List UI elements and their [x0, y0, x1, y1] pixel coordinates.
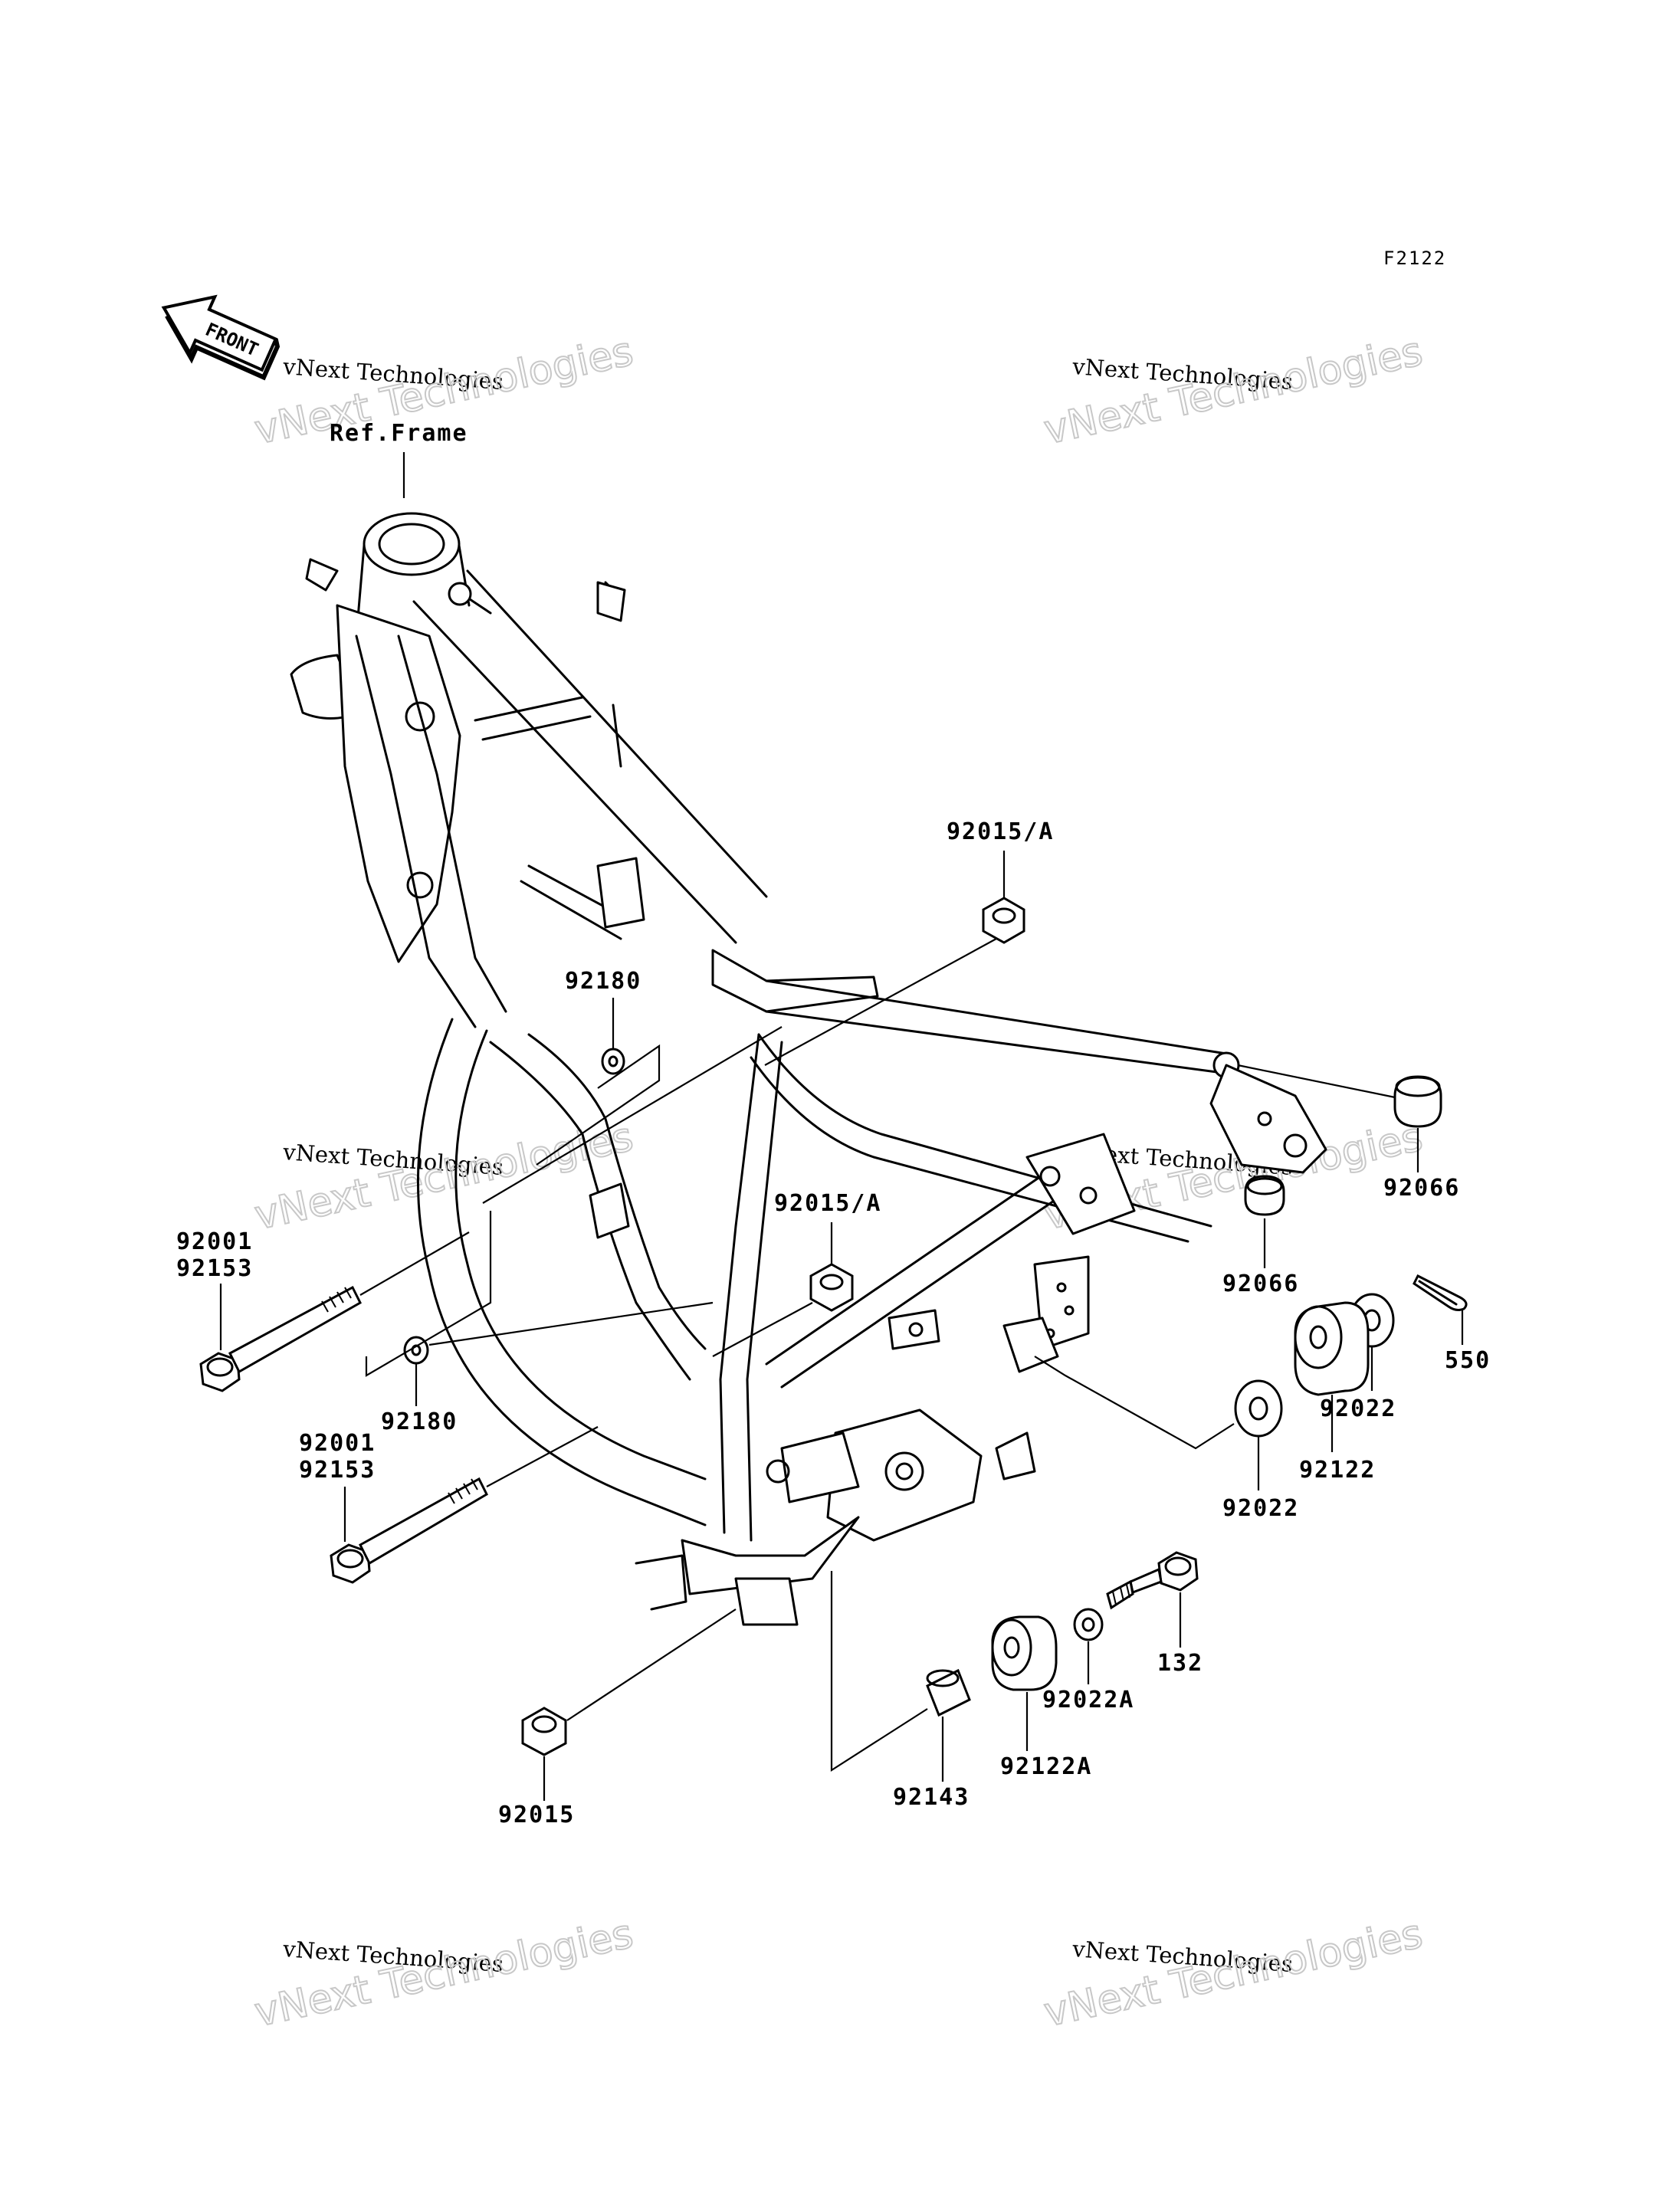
watermark-line2: vNext Technologies	[1040, 1911, 1426, 2036]
part-92066-right[interactable]	[1393, 1075, 1442, 1128]
part-132-bolt[interactable]	[1106, 1551, 1199, 1610]
callout-92180-top: 92180	[565, 968, 641, 995]
callout-92122: 92122	[1299, 1457, 1376, 1484]
callout-92122a: 92122A	[1000, 1753, 1092, 1780]
part-92015a-top[interactable]	[982, 897, 1025, 944]
callout-92066-lower: 92066	[1222, 1271, 1299, 1297]
callout-92180-low: 92180	[381, 1408, 458, 1435]
callout-550: 550	[1445, 1347, 1491, 1374]
callout-92022a: 92022A	[1042, 1687, 1134, 1713]
callout-92022-l: 92022	[1222, 1495, 1299, 1522]
ref-frame-label: Ref.Frame	[330, 420, 468, 447]
part-92001-bolt-a[interactable]	[199, 1285, 362, 1392]
part-92001-bolt-b[interactable]	[330, 1477, 488, 1584]
callout-132: 132	[1157, 1650, 1203, 1677]
callout-92015: 92015	[498, 1802, 575, 1828]
callout-92066-right: 92066	[1383, 1175, 1460, 1202]
part-92143-sleeve[interactable]	[926, 1668, 971, 1717]
callout-92153-b: 92153	[299, 1457, 376, 1484]
part-92180-top[interactable]	[601, 1048, 625, 1075]
callout-92153-a: 92153	[176, 1255, 253, 1282]
motorcycle-frame	[290, 512, 1327, 1626]
part-92122-collar[interactable]	[1294, 1301, 1370, 1396]
part-550-cotter-pin[interactable]	[1413, 1274, 1468, 1311]
front-arrow-icon: FRONT	[161, 294, 281, 381]
callout-92143: 92143	[893, 1784, 970, 1811]
drawing-code: F2122	[1383, 248, 1446, 269]
callout-92015a-top: 92015/A	[947, 818, 1054, 845]
watermark-line2: vNext Technologies	[251, 1114, 637, 1239]
part-92066-lower[interactable]	[1244, 1175, 1285, 1216]
callout-92001-a: 92001	[176, 1228, 253, 1255]
part-92015-nut[interactable]	[521, 1707, 567, 1756]
part-92122a-collar[interactable]	[991, 1615, 1058, 1691]
callout-92015a-mid: 92015/A	[774, 1190, 881, 1217]
part-92022a-washer[interactable]	[1073, 1608, 1104, 1641]
callout-92001-b: 92001	[299, 1430, 376, 1457]
part-92015a-mid[interactable]	[809, 1263, 854, 1312]
watermark-line2: vNext Technologies	[1040, 329, 1426, 454]
watermark-line2: vNext Technologies	[251, 1911, 637, 2036]
part-92022-left[interactable]	[1234, 1379, 1283, 1438]
